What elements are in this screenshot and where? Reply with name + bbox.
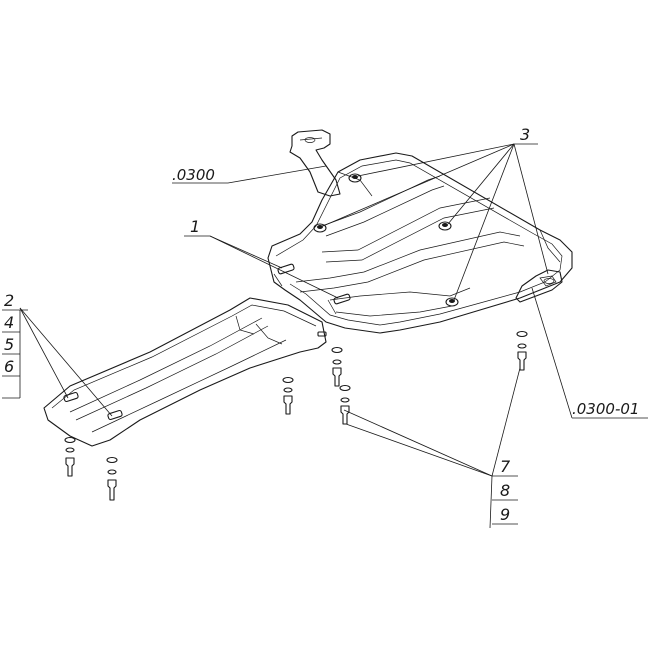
callout-9: 9 — [500, 505, 510, 524]
callout-6: 6 — [4, 357, 14, 376]
fastener-stack-left-2 — [106, 456, 118, 501]
callout-8: 8 — [500, 481, 510, 500]
fastener-stack-left-1 — [64, 436, 76, 477]
callout-7: 7 — [500, 457, 511, 476]
callout-3: 3 — [520, 125, 530, 144]
callout-5: 5 — [4, 335, 14, 354]
callout-4: 4 — [4, 313, 14, 332]
main-skid-plate — [267, 129, 573, 334]
fastener-stack-center-2 — [331, 346, 343, 387]
fastener-stack-right — [516, 330, 528, 371]
fastener-stack-center-3 — [339, 384, 351, 425]
callout-1: 1 — [190, 217, 200, 236]
secondary-skid-plate — [43, 297, 327, 447]
callout-0300-01: .0300-01 — [572, 400, 639, 418]
fastener-stack-center-1 — [282, 376, 294, 415]
callout-0300: .0300 — [172, 166, 215, 184]
callout-2: 2 — [4, 291, 14, 310]
leader-lines — [2, 143, 648, 529]
